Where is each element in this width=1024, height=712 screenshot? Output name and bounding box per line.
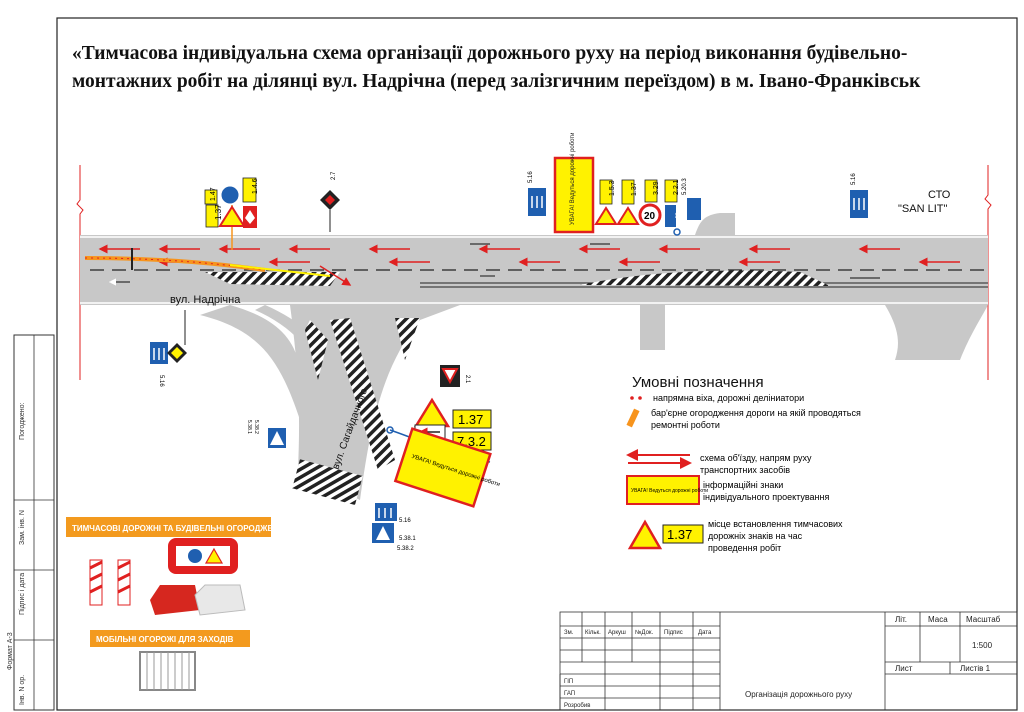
stamp-list: Лист [895,664,913,673]
side-label-replace: Зам. інв. N [18,510,26,545]
legend-heading: Умовні позначення [632,374,764,391]
sign-post-2-7: 2.7 [320,171,340,232]
legend-item-detour-1: схема об'їзду, напрям руху [700,453,812,463]
legend-roadwork-icon [627,519,663,550]
speed-limit-icon [638,203,662,227]
sign-cluster-left: 1.37 1.47 1.4.6 [204,177,259,250]
sign-group-lower-left: 5.16 [150,310,187,387]
info-sign-bottom: УВАГА! Ведуться дорожні роботи [393,427,501,508]
legend-item-barrier-1: бар'єрне огородження дороги на якій пров… [651,408,861,418]
sign-5-20-3-text: 5.20.3 [682,178,688,195]
lane-direction-arrows [108,243,880,286]
side-label-agreed: Погоджено: [19,403,26,440]
distance-plate-text: 50 м [675,207,681,218]
sign-5-16-text-b: 5.16 [851,173,857,185]
legend-info-sign [626,475,700,505]
side-label-sign: Підпис і дата [18,573,26,615]
blue-sign-5-16-left: 5.16 [528,171,546,216]
sign-5-38-1-text-b: 5.38.1 [399,536,416,542]
sign-group-side-street: 1.37 7.3.2 [386,397,492,463]
legend-sign-code: 1.37 [667,527,692,542]
legend-item-delineators: напрямна віха, дорожні деліниатори [653,393,804,403]
sto-label: СТО [928,189,951,201]
col-dok: №Док. [635,629,654,636]
legend-item-temp-2: дорожніх знаків на час [708,531,803,541]
roadwork-warning-icon [218,205,246,227]
stamp-scale: 1:500 [972,641,993,650]
sign-1-47-plate [204,189,218,205]
title-block-text: Зм. Кільк. Аркуш №Док. Підпис Дата ГІП Г… [564,615,1001,709]
legend-item-temp-1: місце встановлення тимчасових [708,519,843,529]
speed-limit-value: 20 [644,211,656,222]
sign-5-16-text-a: 5.16 [528,171,534,183]
sign-1-37b-text: 1.37 [631,182,638,196]
sign-crosswalk-left: 5.38.2 5.38.1 [246,420,286,448]
info-sign-top-text: УВАГА! Ведуться дорожні роботи [570,133,576,225]
stamp-lystiv: Листів 1 [960,664,991,673]
title-line-1: «Тимчасова індивідуальна схема організац… [72,43,908,64]
sign-2-7-text: 2.7 [331,171,337,180]
sign-1-47-text: 1.47 [210,187,217,201]
row-gap: ГАП [564,691,575,697]
stamp-masa: Маса [928,615,948,624]
sign-5-38-2-text-b: 5.38.2 [397,546,414,552]
col-arkush: Аркуш [608,630,626,636]
barrier-line [84,248,331,277]
col-kilk: Кільк. [585,630,601,636]
sign-2-2-1-text: 2.2.1 [673,179,680,195]
sign-3-29-text: 3.29 [653,181,660,195]
fencing-panel-bottom: МОБІЛЬНІ ОГОРОЖІ ДЛЯ ЗАХОДІВ [90,630,250,691]
sign-1-5-3-text: 1.5.3 [609,180,616,196]
sign-crosswalk-right: 5.16 5.38.1 5.38.2 [372,503,416,552]
sign-5-16-text-d: 5.16 [399,518,411,524]
fencing-panel-top: ТИМЧАСОВІ ДОРОЖНІ ТА БУДІВЕЛЬНІ ОГОРОДЖЕ… [66,517,290,616]
sign-5-38-2-text-a: 5.38.2 [253,420,259,434]
sign-5-38-1-text-a: 5.38.1 [246,420,252,434]
sign-1-4-6-plate [242,177,257,203]
row-gip: ГІП [564,679,573,685]
blue-sign-5-16-right: 5.16 [850,173,868,218]
row-rozrobyv: Розробив [564,703,590,709]
info-sign-top: УВАГА! Ведуться дорожні роботи [553,133,595,234]
fencing-panel-top-label: ТИМЧАСОВІ ДОРОЖНІ ТА БУДІВЕЛЬНІ ОГОРОДЖЕ… [72,524,290,533]
sign-1-37-plate [205,204,219,228]
sign-2-1-text: 2.1 [464,375,470,384]
legend-item-temp-3: проведення робіт [708,543,781,553]
sign-1-4-6-text: 1.4.6 [252,178,259,194]
col-zm: Зм. [564,630,574,636]
stamp-org: Організація дорожнього руху [745,690,852,699]
sign-5-16-text-c: 5.16 [158,375,164,387]
sign-cluster-center: 1.5.3 1.37 3.29 20 2.2.1 50 м 5.20.3 [594,178,701,236]
legend-item-info-2: індивідуального проектування [703,492,829,502]
col-data: Дата [698,630,712,636]
sign-yield-2-1: 2.1 [440,365,470,387]
legend-barrier-icon [626,408,640,428]
side-label-format: Формат А-3 [7,632,14,670]
sto-name: "SAN LIT" [898,203,947,215]
side-stamp-column: Погоджено: Зам. інв. N Підпис і дата Інв… [7,334,55,711]
col-pidpys: Підпис [664,630,683,636]
legend-item-barrier-2: ремонтні роботи [651,420,720,430]
sign-1-37-text: 1.37 [214,204,223,220]
side-label-inv: Інв. N ор. [19,675,26,705]
legend: Умовні позначення напрямна віха, дорожні… [626,374,861,553]
stamp-lit: Літ. [895,615,907,624]
road-surface [80,213,988,500]
stamp-masshtab: Масштаб [966,615,1001,624]
drawing-title: «Тимчасова індивідуальна схема організац… [72,40,1022,96]
fencing-panel-bottom-label: МОБІЛЬНІ ОГОРОЖІ ДЛЯ ЗАХОДІВ [96,635,234,644]
legend-item-info-1: інформаційні знаки [703,480,783,490]
sheet-frame [56,17,1018,711]
title-block [559,611,1018,711]
street-label-main: вул. Надрічна [170,294,241,306]
mandatory-direction-icon [220,185,240,205]
sign-1-37c-text: 1.37 [458,412,483,427]
legend-item-detour-2: транспортних засобів [700,465,790,475]
hatched-islands [205,270,830,470]
title-line-2: монтажних робіт на ділянці вул. Надрічна… [72,71,921,92]
legend-info-sign-text: УВАГА! Ведуться дорожні роботи [631,488,708,494]
crosswalk [292,459,363,506]
